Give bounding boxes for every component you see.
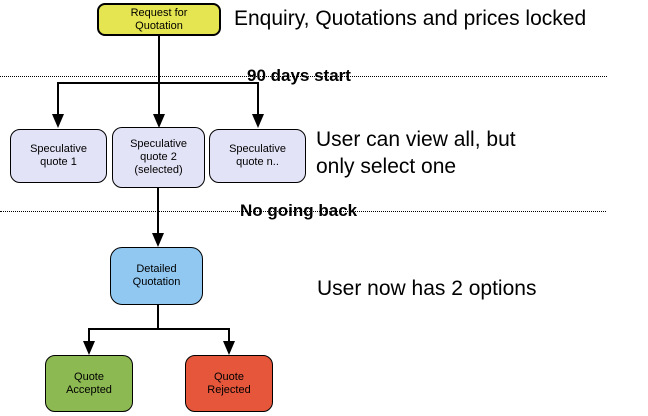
- node-detailed-quotation: Detailed Quotation: [110, 247, 203, 305]
- phase-divider-2: [0, 211, 606, 212]
- node-speculative-quote-2-selected: Speculative quote 2 (selected): [112, 127, 205, 188]
- connector-branch1-drop-left: [57, 82, 59, 116]
- arrowhead-down-icon: [252, 114, 264, 128]
- arrowhead-down-icon: [152, 233, 164, 247]
- connector-spec2-down: [157, 188, 159, 234]
- node-label: Speculative quote 1: [30, 143, 87, 168]
- annotation-user-two-options: User now has 2 options: [317, 277, 537, 300]
- node-label: Speculative quote 2 (selected): [130, 138, 187, 176]
- connector-request-down: [158, 36, 160, 84]
- connector-branch1-drop-right: [257, 82, 259, 116]
- connector-branch2-drop-left: [88, 328, 90, 342]
- node-request-for-quotation: Request for Quotation: [97, 3, 221, 36]
- node-speculative-quote-n: Speculative quote n..: [209, 129, 306, 183]
- node-label: Quote Accepted: [66, 370, 112, 396]
- connector-branch1-drop-middle: [158, 82, 160, 116]
- annotation-enquiry-prices-locked: Enquiry, Quotations and prices locked: [234, 7, 587, 30]
- phase-divider-label-no-going-back: No going back: [240, 201, 358, 220]
- node-quote-rejected: Quote Rejected: [185, 355, 273, 412]
- arrowhead-down-icon: [153, 114, 165, 128]
- node-quote-accepted: Quote Accepted: [45, 355, 133, 412]
- phase-divider-label-90-days: 90 days start: [247, 66, 351, 85]
- node-label: Request for Quotation: [130, 6, 188, 32]
- arrowhead-down-icon: [83, 341, 95, 355]
- arrowhead-down-icon: [52, 114, 64, 128]
- connector-detailed-down: [157, 305, 159, 330]
- phase-divider-1: [0, 76, 607, 77]
- node-label: Quote Rejected: [207, 370, 251, 396]
- node-label: Detailed Quotation: [132, 263, 181, 288]
- connector-branch2-horizontal: [88, 328, 230, 330]
- arrowhead-down-icon: [223, 341, 235, 355]
- annotation-user-can-view-all: User can view all, but only select one: [316, 128, 516, 178]
- node-label: Speculative quote n..: [229, 143, 286, 168]
- connector-branch2-drop-right: [228, 328, 230, 342]
- node-speculative-quote-1: Speculative quote 1: [10, 129, 107, 183]
